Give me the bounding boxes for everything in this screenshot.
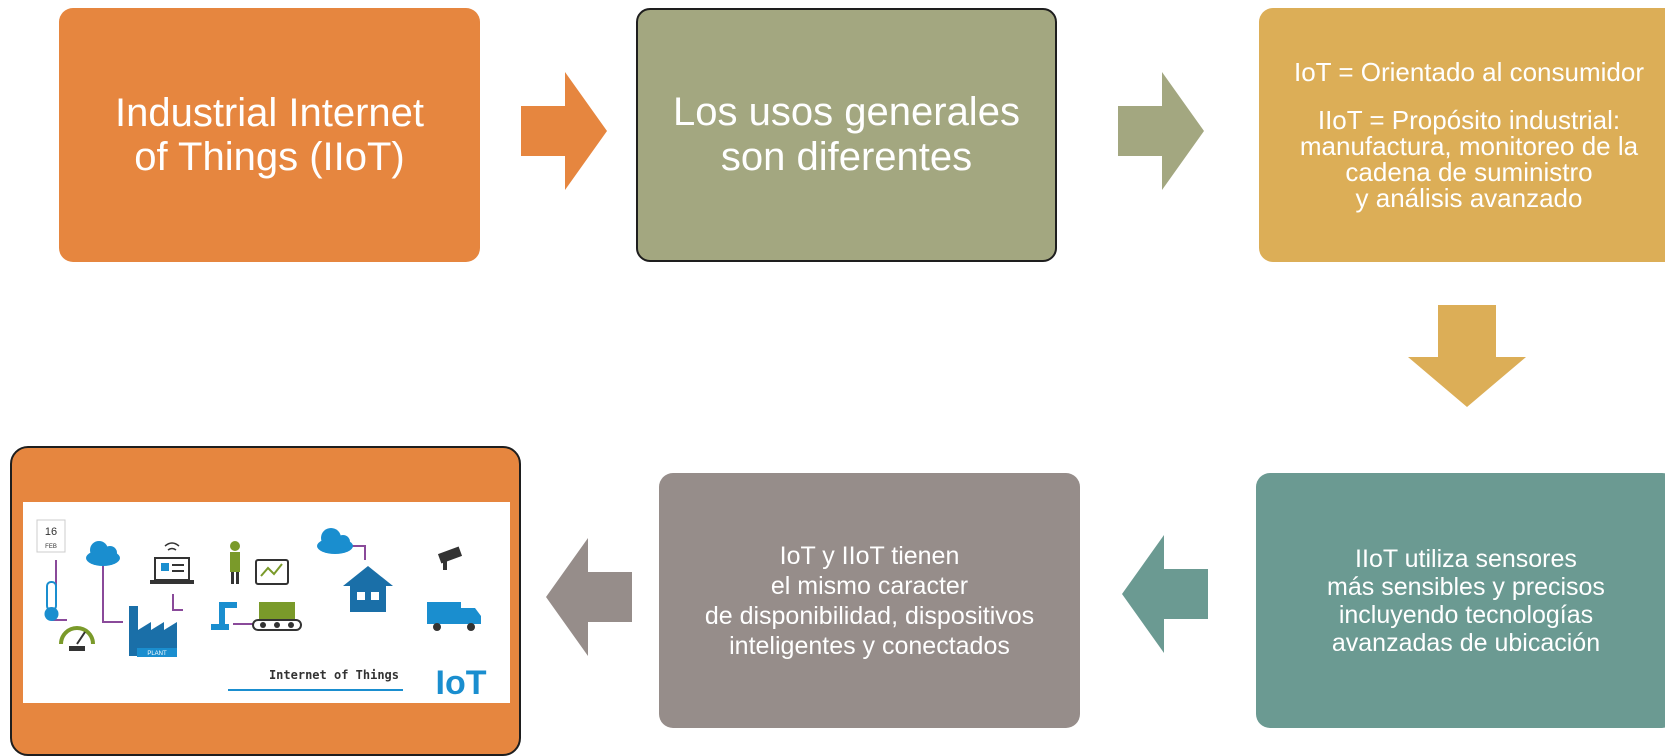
robot-arm-icon [211,602,237,630]
thermometer-icon [44,581,59,621]
truck-icon [427,602,481,631]
worker-icon [230,541,240,584]
arrow-right-olive [1118,72,1204,190]
box-industrial-iot-text: Industrial Internet of Things (IIoT) [114,91,425,179]
box-general-uses: Los usos generales son diferentes [636,8,1057,262]
factory-icon: PLANT [129,606,177,657]
box-sensors: IIoT utiliza sensores más sensibles y pr… [1256,473,1665,728]
arrow-left-taupe [546,538,632,656]
box-general-uses-text: Los usos generales son diferentes [673,90,1020,179]
caption-text: Internet of Things [269,668,399,682]
conveyor-icon [252,602,302,631]
arrow-right-orange [521,72,607,190]
camera-icon [437,546,463,570]
iot-logo-text: IoT [436,664,487,702]
svg-text:PLANT: PLANT [147,651,167,657]
house-icon [343,566,393,612]
tablet-icon [255,559,289,585]
box-sensors-text: IIoT utiliza sensores más sensibles y pr… [1327,544,1605,657]
iot-illustration: 16 FEB [23,502,510,703]
box-iot-vs-iiot: IoT = Orientado al consumidor IIoT = Pro… [1259,8,1665,262]
cloud-icon [86,541,120,566]
calendar-icon: 16 FEB [36,519,66,553]
iiot-purpose-text: IIoT = Propósito industrial: manufactura… [1299,105,1639,213]
laptop-icon [150,557,194,584]
arrow-down-mustard [1408,305,1526,407]
gauge-icon [59,626,95,651]
iot-consumer-text: IoT = Orientado al consumidor [1294,57,1644,87]
box-same-character-text: IoT y IIoT tienen el mismo caracter de d… [704,541,1035,660]
wifi-icon [164,542,180,551]
svg-text:FEB: FEB [45,544,57,550]
cloud-icon [317,528,353,554]
svg-text:16: 16 [45,526,57,538]
box-industrial-iot: Industrial Internet of Things (IIoT) [59,8,480,262]
box-iot-image: 16 FEB [10,446,521,756]
arrow-left-teal [1122,535,1208,653]
box-same-character: IoT y IIoT tienen el mismo caracter de d… [659,473,1080,728]
